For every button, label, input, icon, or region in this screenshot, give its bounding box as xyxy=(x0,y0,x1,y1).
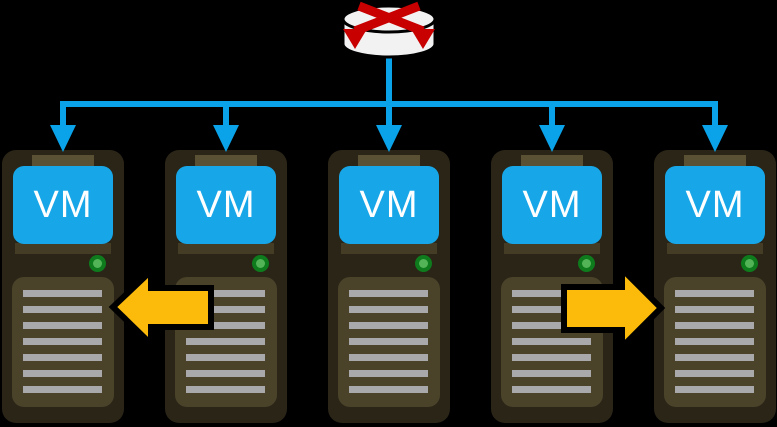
connector-drop xyxy=(223,104,229,126)
vent-stripes xyxy=(349,290,428,393)
power-led-dot xyxy=(93,259,102,268)
load-balancer-icon xyxy=(341,1,437,59)
vent-stripes xyxy=(23,290,102,393)
connector-drop xyxy=(60,104,66,126)
load-balancer-top xyxy=(341,4,437,34)
connector-trunk xyxy=(386,52,392,107)
server-vent-panel xyxy=(338,277,440,407)
power-led-dot xyxy=(745,259,754,268)
down-arrowhead-icon xyxy=(213,125,239,152)
server-node-3: VM xyxy=(328,150,450,423)
server-badge-slot xyxy=(178,243,274,254)
vm-badge: VM xyxy=(665,166,765,244)
server-vent-panel xyxy=(12,277,114,407)
server-vent-panel xyxy=(664,277,766,407)
power-led-dot xyxy=(419,259,428,268)
balancing-cross-arrows-icon xyxy=(343,1,435,49)
server-node-4: VM xyxy=(491,150,613,423)
down-arrowhead-icon xyxy=(539,125,565,152)
power-led-icon xyxy=(578,255,595,272)
vm-badge: VM xyxy=(13,166,113,244)
server-badge-slot xyxy=(667,243,763,254)
connector-drop xyxy=(386,104,392,126)
down-arrowhead-icon xyxy=(702,125,728,152)
power-led-icon xyxy=(89,255,106,272)
server-badge-slot xyxy=(504,243,600,254)
server-handle-bar xyxy=(358,155,420,169)
power-led-dot xyxy=(582,259,591,268)
connector-drop xyxy=(712,104,718,126)
vent-stripes xyxy=(186,290,265,393)
vm-badge: VM xyxy=(502,166,602,244)
cross-arrowhead xyxy=(343,29,367,49)
server-vent-panel xyxy=(501,277,603,407)
power-led-icon xyxy=(741,255,758,272)
power-led-icon xyxy=(415,255,432,272)
connector-drop xyxy=(549,104,555,126)
down-arrowhead-icon xyxy=(50,125,76,152)
down-arrowhead-icon xyxy=(376,125,402,152)
server-handle-bar xyxy=(32,155,94,169)
server-badge-slot xyxy=(15,243,111,254)
vm-badge: VM xyxy=(176,166,276,244)
server-handle-bar xyxy=(521,155,583,169)
cross-arrow-shaft xyxy=(357,1,425,36)
vent-stripes xyxy=(675,290,754,393)
power-led-dot xyxy=(256,259,265,268)
vent-stripes xyxy=(512,290,591,393)
server-node-5: VM xyxy=(654,150,776,423)
server-node-1: VM xyxy=(2,150,124,423)
server-badge-slot xyxy=(341,243,437,254)
vm-badge: VM xyxy=(339,166,439,244)
power-led-icon xyxy=(252,255,269,272)
connector-bus xyxy=(60,101,718,107)
server-vent-panel xyxy=(175,277,277,407)
server-node-2: VM xyxy=(165,150,287,423)
cross-arrow-shaft xyxy=(353,1,421,36)
connector-tree xyxy=(50,52,728,152)
server-handle-bar xyxy=(195,155,257,169)
cross-arrowhead xyxy=(411,29,435,49)
load-balancer-body xyxy=(341,17,437,59)
server-handle-bar xyxy=(684,155,746,169)
